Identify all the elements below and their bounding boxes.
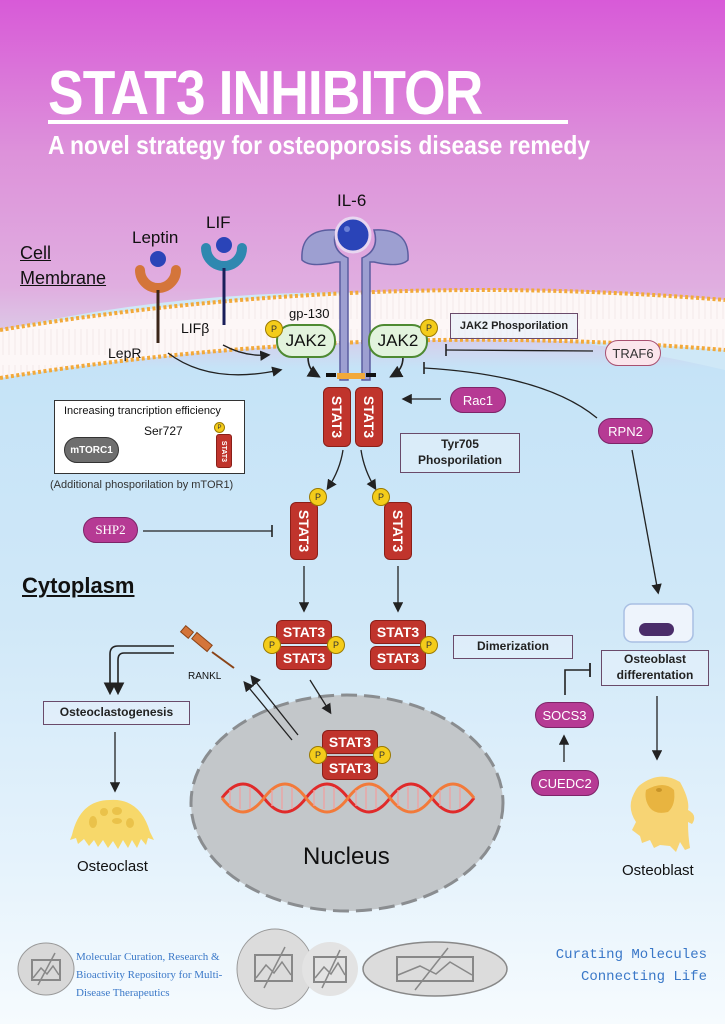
osteoclast-label: Osteoclast [77,858,148,875]
jak2-left: JAK2 [276,324,336,358]
stat3-phospho-left: STAT3 [290,502,318,560]
stat3-receptor-left: STAT3 [323,387,351,447]
cell-membrane-label-line1: Cell [20,243,52,263]
stat3-label: STAT3 [296,509,313,553]
osteoblast-cell-icon [630,776,695,852]
socs3-pill: SOCS3 [535,702,594,728]
il6-gp130-receptor [301,216,409,381]
tyr705-line2: Phosporilation [418,453,502,467]
nucleus-label: Nucleus [303,843,390,870]
dimer-to-nucleus-arrow [309,679,332,715]
stat3-left-arrow [326,449,344,491]
rankl-icon [179,625,235,669]
footer-tagline-line1: Curating Molecules [555,947,707,963]
jak2-phosphorylation-box: JAK2 Phosporilation [450,313,578,339]
jak2-left-arrow [306,356,321,378]
phospho-icon: P [214,422,225,433]
stat3-nuclear-bottom: STAT3 [322,756,378,780]
footer-logo-1 [17,942,75,996]
nucleus-to-rankl-arrow-2 [243,680,293,741]
footer-logo-3 [362,941,508,997]
jak2-right-arrow [389,356,404,378]
cell-membrane-label-line2: Membrane [20,268,107,288]
osteoclast-cell-icon [70,799,154,849]
footer-org-name: Molecular Curation, Research & Bioactivi… [76,948,222,1002]
il6-label: IL-6 [337,191,367,210]
rac1-pill: Rac1 [450,387,506,413]
stat3-label: STAT3 [361,395,378,439]
osteoblast-differentiation-box: Osteoblast differentation [601,650,709,686]
tyr705-phosphorylation-box: Tyr705 Phosporilation [400,433,520,473]
cuedc2-pill: CUEDC2 [531,770,599,796]
phospho-icon: P [373,746,391,764]
nucleus-shape [189,693,505,913]
stat3-receptor-right: STAT3 [355,387,383,447]
lif-receptor [201,237,247,325]
mtorc1-pill: mTORC1 [64,437,119,463]
stat3-nuclear-top: STAT3 [322,730,378,754]
lifb-label: LIFβ [181,320,210,336]
lifb-to-jak2-arrow [222,344,271,361]
cytoplasm-label: Cytoplasm [22,573,135,598]
mtor-caption: (Additional phosporilation by mTOR1) [50,479,234,491]
rankl-to-osteoclastogenesis-arrow-1 [103,645,174,696]
stat3-dimer-right-top: STAT3 [370,620,426,644]
socs3-inhibition-line [564,669,590,695]
rankl-to-osteoclastogenesis-arrow-2 [111,652,174,696]
leptin-receptor [135,251,181,343]
page-title: STAT3 INHIBITOR [48,59,483,128]
phospho-icon: P [309,746,327,764]
phospho-icon: P [265,320,283,338]
footer-org-line2: Bioactivity Repository for Multi- [76,969,223,981]
lif-label: LIF [206,213,231,232]
stat3-dimer-left-top: STAT3 [276,620,332,644]
rpn2-pill: RPN2 [598,418,653,444]
lepr-label: LepR [108,345,142,361]
dimerization-box: Dimerization [453,635,573,659]
osteoclastogenesis-box: Osteoclastogenesis [43,701,190,725]
title-underline [48,120,568,124]
mtor-box-title: Increasing trancription efficiency [64,405,221,417]
stat3-label: STAT3 [390,509,407,553]
rankl-label: RANKL [188,671,222,682]
phospho-icon: P [263,636,281,654]
ser727-label: Ser727 [144,424,183,438]
footer-tagline-line2: Connecting Life [580,969,707,985]
phospho-icon: P [309,488,327,506]
footer-org-line3: Disease Therapeutics [76,987,170,999]
stat3-label: STAT3 [329,395,346,439]
tyr705-line1: Tyr705 [441,437,479,452]
dna-helix-icon [220,782,476,814]
rpn2-inhibition-line [423,367,598,419]
jak2-right: JAK2 [368,324,428,358]
phospho-icon: P [372,488,390,506]
lepr-to-jak2-arrow [167,352,283,377]
footer-tagline: Curating Molecules Connecting Life [556,944,707,988]
stat3-label: STAT3 [220,440,228,462]
rpn2-to-osteoblast-arrow [631,449,662,595]
nucleus-to-rankl-arrow-1 [250,674,299,736]
stat3-right-arrow [360,449,377,491]
osteoblast-diff-line2: differentation [616,668,694,682]
osteoblast-precursor-icon [623,603,694,643]
phospho-icon: P [327,636,345,654]
shp2-pill: SHP2 [83,517,138,543]
page-subtitle: A novel strategy for osteoporosis diseas… [48,130,591,160]
traf6-inhibition-line [445,349,594,352]
phospho-icon: P [420,319,438,337]
footer-logo-2 [236,928,358,1010]
stat3-dimer-left-bottom: STAT3 [276,646,332,670]
stat3-phospho-right: STAT3 [384,502,412,560]
leptin-label: Leptin [132,228,179,247]
stat3-mtor: STAT3 [216,434,232,468]
stat3-dimer-right-bottom: STAT3 [370,646,426,670]
footer-org-line1: Molecular Curation, Research & [76,951,220,963]
osteoblast-label: Osteoblast [622,862,694,879]
osteoblast-diff-line1: Osteoblast [623,652,686,667]
phospho-icon: P [420,636,438,654]
traf6-pill: TRAF6 [605,340,661,366]
gp130-label: gp-130 [289,306,330,321]
